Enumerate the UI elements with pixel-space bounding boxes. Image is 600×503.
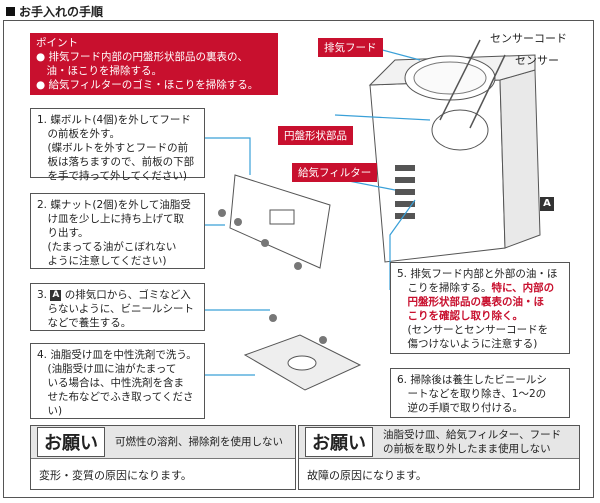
wing-bolt	[218, 209, 226, 217]
label-intake-filter: 給気フィルター	[292, 163, 378, 182]
label-exhaust-hood: 排気フード	[318, 38, 383, 57]
point-line: ● 給気フィルターのゴミ・ほこりを掃除する。	[36, 79, 259, 91]
section-title: お手入れの手順	[6, 3, 103, 20]
step-1: 1. 蝶ボルト(4個)を外してフード の前板を外す。 (蝶ボルトを外すとフードの…	[30, 108, 205, 182]
step-6: 6. 掃除後は養生したビニールシ ートなどを取り除き、1～2の 逆の手順で取り付…	[390, 368, 570, 418]
warning-box-2: お願い 油脂受け皿、給気フィルター、フード の前板を取り外したまま使用しない 故…	[298, 425, 580, 490]
label-sensor: センサー	[515, 54, 559, 67]
hood-inner	[413, 61, 487, 95]
sensor-line	[469, 54, 506, 129]
wing-bolt	[261, 239, 269, 247]
vent-slot	[395, 165, 415, 171]
wing-bolt	[294, 262, 302, 270]
vent-slot	[395, 177, 415, 183]
disc-part-shape	[431, 109, 489, 151]
step-5: 5. 排気フード内部と外部の油・ほ こりを掃除する。特に、内部の 円盤形状部品の…	[390, 262, 570, 354]
point-line: ● 排気フード内部の円盤形状部品の裏表の、	[36, 51, 248, 63]
wing-nut	[319, 336, 327, 344]
warning-box-1: お願い 可燃性の溶剤、掃除剤を使用しない 変形・変質の原因になります。	[30, 425, 296, 490]
label-a: A	[540, 197, 554, 211]
hood-front-plate	[229, 174, 331, 269]
sensor-cord-line	[439, 39, 481, 121]
request-chip: お願い	[305, 427, 373, 457]
wing-bolt	[234, 218, 242, 226]
point-heading: ポイント	[36, 37, 78, 49]
point-box: ポイント ● 排気フード内部の円盤形状部品の裏表の、 油・ほこりを掃除する。 ●…	[30, 33, 278, 95]
plate-label-area	[269, 209, 295, 225]
wing-nut	[269, 314, 277, 322]
label-disc-part: 円盤形状部品	[278, 126, 353, 145]
a-badge: A	[50, 290, 62, 301]
step-2: 2. 蝶ナット(2個)を外して油脂受 け皿を少し上に持ち上げて取 り出す。 (た…	[30, 193, 205, 269]
unit-side	[499, 69, 541, 249]
step-4: 4. 油脂受け皿を中性洗剤で洗う。 (油脂受け皿に油がたまって いる場合は、中性…	[30, 343, 205, 419]
step-3: 3. A の排気口から、ゴミなど入 らないように、ビニールシート などで養生する…	[30, 283, 205, 331]
square-bullet-icon	[6, 7, 15, 16]
vent-slot	[395, 213, 415, 219]
vent-slot	[395, 201, 415, 207]
point-line: 油・ほこりを掃除する。	[36, 65, 162, 77]
label-sensor-cord: センサーコード	[490, 32, 567, 45]
request-chip: お願い	[37, 427, 105, 457]
tray-hole	[287, 355, 317, 371]
vent-slot	[395, 189, 415, 195]
instruction-frame	[3, 20, 594, 498]
